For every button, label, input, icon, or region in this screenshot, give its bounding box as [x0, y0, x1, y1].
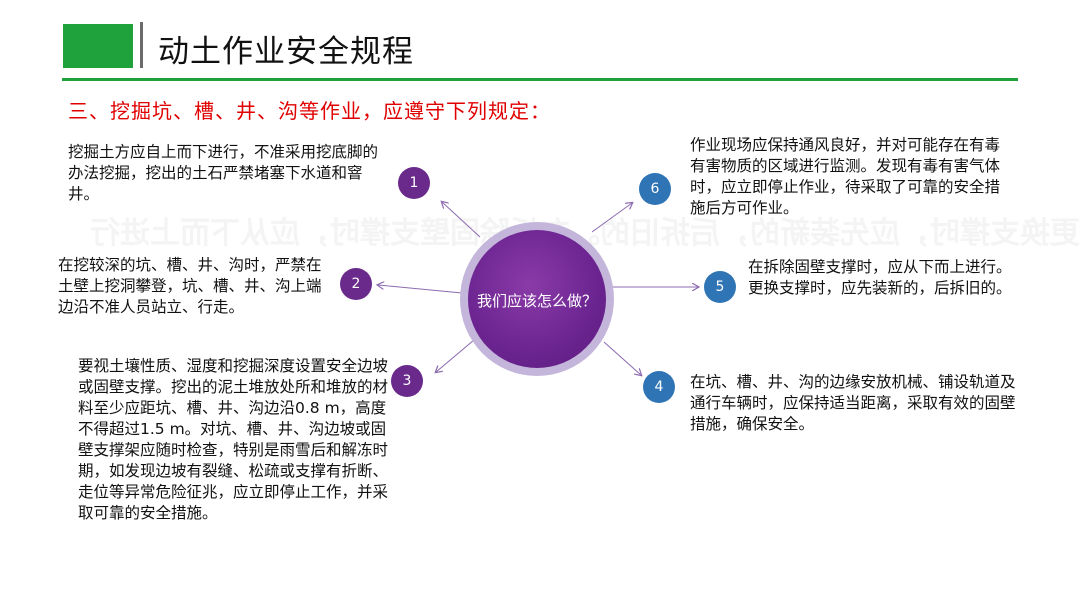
node-2: 2 — [340, 268, 372, 300]
center-hub-inner — [468, 230, 606, 368]
item-4-text: 在坑、槽、井、沟的边缘安放机械、铺设轨道及通行车辆时，应保持适当距离，采取有效的… — [690, 373, 1016, 433]
center-hub-circle: 我们应该怎么做？ — [460, 222, 614, 376]
arrow-to-2 — [378, 285, 463, 294]
page-title: 动土作业安全规程 — [158, 34, 414, 70]
item-3-text: 要视土壤性质、湿度和挖掘深度设置安全边坡或固壁支撑。挖出的泥土堆放处所和堆放的材… — [78, 357, 389, 522]
node-4: 4 — [643, 371, 675, 403]
header-rule — [62, 78, 1018, 81]
node-5: 5 — [704, 271, 736, 303]
node-1: 1 — [398, 167, 430, 199]
arrow-to-6 — [591, 203, 632, 233]
item-2-text: 在挖较深的坑、槽、井、沟时，严禁在土壁上挖洞攀登，坑、槽、井、沟上端边沿不准人员… — [58, 256, 322, 316]
header-separator — [140, 22, 143, 68]
center-hub-label: 我们应该怎么做？ — [476, 292, 597, 310]
node-6: 6 — [639, 173, 671, 205]
item-5-text: 在拆除固壁支撑时，应从下而上进行。更换支撑时，应先装新的，后拆旧的。 — [748, 258, 1012, 297]
header-accent-block — [63, 24, 133, 68]
arrow-to-4 — [603, 341, 641, 375]
section-subtitle: 三、挖掘坑、槽、井、沟等作业，应遵守下列规定： — [68, 99, 551, 123]
arrow-to-1 — [442, 202, 481, 238]
item-6-text: 作业现场应保持通风良好，并对可能存在有毒有害物质的区域进行监测。发现有毒有害气体… — [690, 136, 1001, 217]
arrow-to-3 — [436, 339, 475, 372]
item-1-text: 挖掘土方应自上而下进行，不准采用挖底脚的办法挖掘，挖出的土石严禁堵塞下水道和窨井… — [68, 143, 379, 203]
node-3: 3 — [391, 365, 423, 397]
